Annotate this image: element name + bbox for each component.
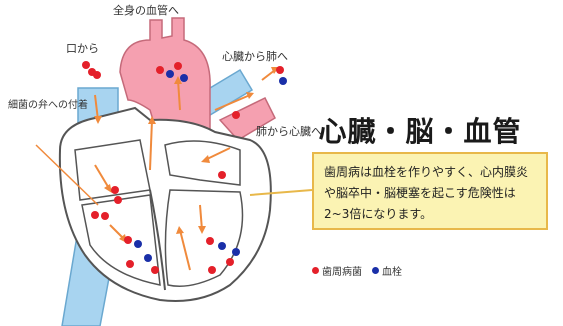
legend-bacteria-label: 歯周病菌	[322, 263, 362, 278]
callout-text: 歯周病は血栓を作りやすく、心内膜炎や脳卒中・脳梗塞を起こす危険性は2~3倍になり…	[324, 165, 528, 221]
clot-dot-icon	[372, 267, 379, 274]
label-from-mouth: 口から	[66, 42, 99, 55]
legend: 歯周病菌 血栓	[312, 263, 412, 278]
info-callout: 歯周病は血栓を作りやすく、心内膜炎や脳卒中・脳梗塞を起こす危険性は2~3倍になり…	[312, 152, 548, 230]
legend-item-bacteria: 歯周病菌	[312, 263, 362, 278]
legend-item-clot: 血栓	[372, 263, 402, 278]
label-bacteria-valve: 細菌の弁への付着	[8, 98, 88, 111]
label-to-body: 全身の血管へ	[113, 3, 179, 17]
label-heart-to-lung-text: 心臓から肺へ	[222, 50, 288, 63]
bacteria-dot-icon	[312, 267, 319, 274]
page-title: 心臓・脳・血管	[300, 110, 540, 150]
legend-clot-label: 血栓	[382, 263, 402, 278]
label-heart-to-lung: 心臓から肺へ	[222, 50, 288, 63]
